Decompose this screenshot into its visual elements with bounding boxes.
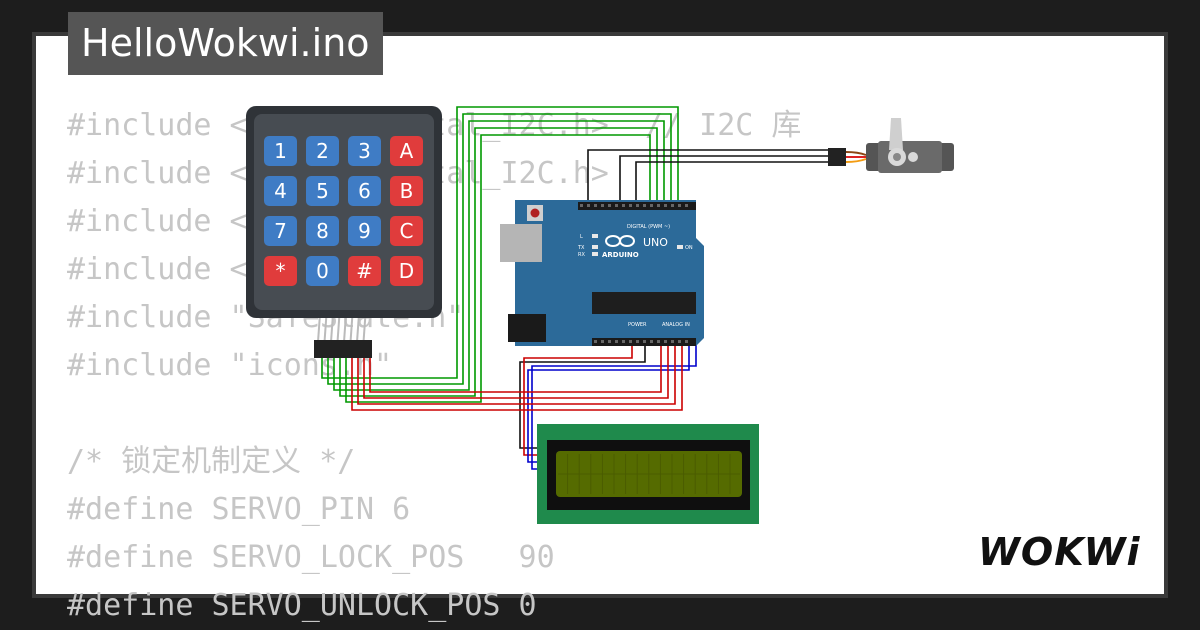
code-line: #define SERVO_LOCK_POS 90 xyxy=(67,540,555,575)
board-brand: ARDUINO xyxy=(602,251,639,259)
keypad-analog-wires xyxy=(351,342,683,411)
keypad-key[interactable]: 7 xyxy=(264,216,297,246)
keypad-key[interactable]: # xyxy=(348,256,381,286)
wokwi-logo: WOKWi xyxy=(978,530,1141,574)
l-label: L xyxy=(580,234,583,240)
keypad-key-label: 7 xyxy=(274,219,287,243)
keypad-key-label: 5 xyxy=(316,179,329,203)
keypad-membrane[interactable]: 1 2 3 A 4 5 6 B 7 8 9 C * 0 # D xyxy=(246,106,442,318)
arduino-logo-icon xyxy=(605,235,635,247)
rx-label: RX xyxy=(578,252,585,258)
led-l xyxy=(592,234,598,238)
keypad-key-label: 3 xyxy=(358,139,371,163)
keypad-key[interactable]: 4 xyxy=(264,176,297,206)
power-jack xyxy=(508,314,546,342)
keypad-key-label: D xyxy=(399,259,414,283)
on-label: ON xyxy=(685,245,693,251)
keypad-key[interactable]: 9 xyxy=(348,216,381,246)
keypad-key[interactable]: B xyxy=(390,176,423,206)
keypad-wires xyxy=(321,106,679,403)
lcd-1602-i2c[interactable] xyxy=(537,424,759,524)
analog-label: ANALOG IN xyxy=(662,322,690,328)
keypad-key[interactable]: * xyxy=(264,256,297,286)
wokwi-logo-text: WOKWi xyxy=(978,530,1141,574)
keypad-key-label: 4 xyxy=(274,179,287,203)
keypad-key[interactable]: 6 xyxy=(348,176,381,206)
tx-label: TX xyxy=(577,245,585,251)
keypad-key-label: C xyxy=(400,219,414,243)
usb-port xyxy=(500,224,542,262)
code-line: #define SERVO_PIN 6 xyxy=(67,492,411,527)
keypad-key[interactable]: D xyxy=(390,256,423,286)
file-title-tab[interactable]: HelloWokwi.ino xyxy=(68,12,383,75)
keypad-key-label: # xyxy=(356,259,373,283)
lcd-wires xyxy=(519,342,697,470)
keypad-key[interactable]: A xyxy=(390,136,423,166)
code-line: /* 锁定机制定义 */ xyxy=(67,444,356,479)
keypad-key[interactable]: 3 xyxy=(348,136,381,166)
servo-motor[interactable] xyxy=(828,118,954,173)
keypad-key[interactable]: 0 xyxy=(306,256,339,286)
keypad-key[interactable]: 5 xyxy=(306,176,339,206)
keypad-key-label: 1 xyxy=(274,139,287,163)
keypad-key-label: 2 xyxy=(316,139,329,163)
led-rx xyxy=(592,252,598,256)
keypad-key[interactable]: 8 xyxy=(306,216,339,246)
board-model: UNO xyxy=(643,236,668,249)
keypad-key[interactable]: C xyxy=(390,216,423,246)
digital-label: DIGITAL (PWM ~) xyxy=(627,224,670,230)
keypad-key[interactable]: 1 xyxy=(264,136,297,166)
servo-horn xyxy=(889,118,903,150)
keypad-key-label: * xyxy=(276,259,286,283)
code-line: #define SERVO_UNLOCK_POS 0 xyxy=(67,588,537,623)
arduino-uno-board[interactable]: UNO ARDUINO DIGITAL (PWM ~) ANALOG IN PO… xyxy=(500,200,704,346)
led-on xyxy=(677,245,683,249)
code-line: #include "icons.h" xyxy=(67,348,393,383)
power-label: POWER xyxy=(628,322,647,328)
keypad-key-label: B xyxy=(400,179,414,203)
keypad-ribbon-cable xyxy=(314,313,372,358)
keypad-key-label: 6 xyxy=(358,179,371,203)
keypad-key-label: 0 xyxy=(316,259,329,283)
keypad-key-label: A xyxy=(400,139,414,163)
keypad-key-label: 8 xyxy=(316,219,329,243)
atmega-chip xyxy=(592,292,696,314)
keypad-key[interactable]: 2 xyxy=(306,136,339,166)
keypad-key-label: 9 xyxy=(358,219,371,243)
led-tx xyxy=(592,245,598,249)
